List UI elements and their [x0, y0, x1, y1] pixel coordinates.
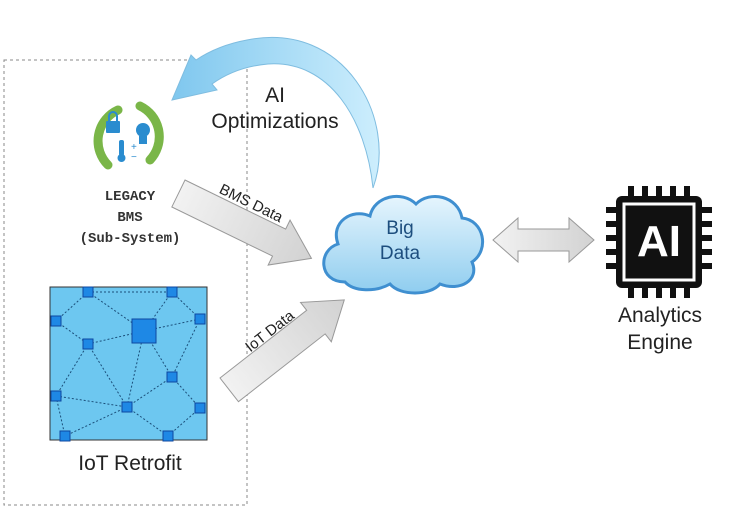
lock-icon [106, 111, 120, 133]
svg-text:−: − [131, 152, 137, 163]
legacy-bms-line3: (Sub-System) [79, 231, 181, 247]
analytics-engine-line2: Engine [627, 331, 693, 354]
double-arrow [492, 216, 595, 264]
analytics-engine-line1: Analytics [617, 304, 703, 327]
ai-chip-icon [606, 186, 712, 298]
legacy-bms-line2: BMS [117, 210, 143, 226]
ai-optimizations-label-line1: AI [265, 84, 285, 107]
ai-optimizations-label-line2: Optimizations [211, 110, 339, 133]
green-ring-icon [93, 105, 123, 170]
iot-data-arrow [219, 299, 345, 403]
lightbulb-icon [136, 123, 150, 144]
big-data-cloud [322, 194, 484, 295]
big-data-line1: Big [386, 218, 414, 239]
ai-chip-text: AI [637, 217, 681, 266]
legacy-boundary-box [3, 59, 248, 506]
legacy-bms-icon: + − [93, 101, 164, 170]
iot-retrofit-label: IoT Retrofit [78, 452, 182, 475]
bms-data-arrow [171, 179, 313, 266]
legacy-bms-line1: LEGACY [104, 189, 156, 205]
big-data-line2: Data [379, 243, 421, 264]
thermometer-icon [117, 140, 126, 162]
iot-retrofit-panel [49, 286, 208, 442]
svg-text:+: + [131, 142, 137, 153]
ai-optimizations-arrow [171, 37, 380, 189]
mesh-nodes [50, 286, 206, 442]
